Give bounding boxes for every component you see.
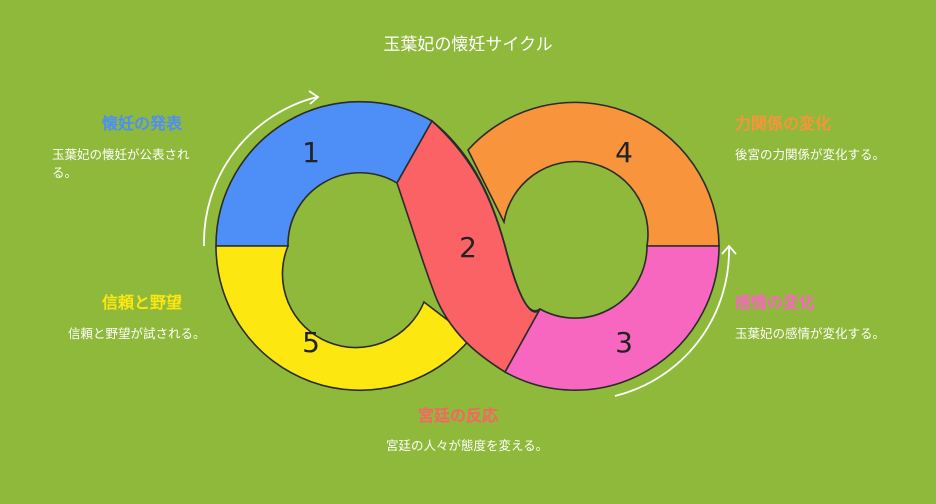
cycle-arrow-left xyxy=(203,96,318,247)
stage-3-number: 3 xyxy=(615,326,633,359)
diagram-title: 玉葉妃の懐妊サイクル xyxy=(383,35,553,55)
stage-1-number: 1 xyxy=(302,136,320,169)
stage-2-number: 2 xyxy=(459,231,477,264)
stage-3-description: 玉葉妃の感情が変化する。 xyxy=(735,326,886,341)
stage-5-number: 5 xyxy=(302,326,320,359)
stage-5-description: 信頼と野望が試される。 xyxy=(68,326,206,341)
segment-3-ring xyxy=(503,245,720,391)
stage-4-description: 後宮の力関係が変化する。 xyxy=(735,147,886,162)
stage-1-description: 玉葉妃の懐妊が公表される。 xyxy=(52,147,190,180)
stage-4-number: 4 xyxy=(615,136,633,169)
stage-1-heading: 懐妊の発表 xyxy=(102,114,183,133)
stage-2-description: 宮廷の人々が態度を変える。 xyxy=(386,438,549,453)
segment-2-crossover-inner xyxy=(431,120,541,312)
cycle-arrow-right xyxy=(614,245,730,397)
stage-3-heading: 感情の変化 xyxy=(735,293,816,312)
stage-5-heading: 信頼と野望 xyxy=(102,293,183,312)
stage-4-heading: 力関係の変化 xyxy=(735,114,832,133)
stage-2-heading: 宮廷の反応 xyxy=(418,406,499,425)
cycle-arrow-left-head xyxy=(308,90,320,105)
segment-4-ring xyxy=(467,101,720,247)
cycle-arrow-right-head xyxy=(721,244,737,255)
segment-1-ring xyxy=(215,100,434,247)
